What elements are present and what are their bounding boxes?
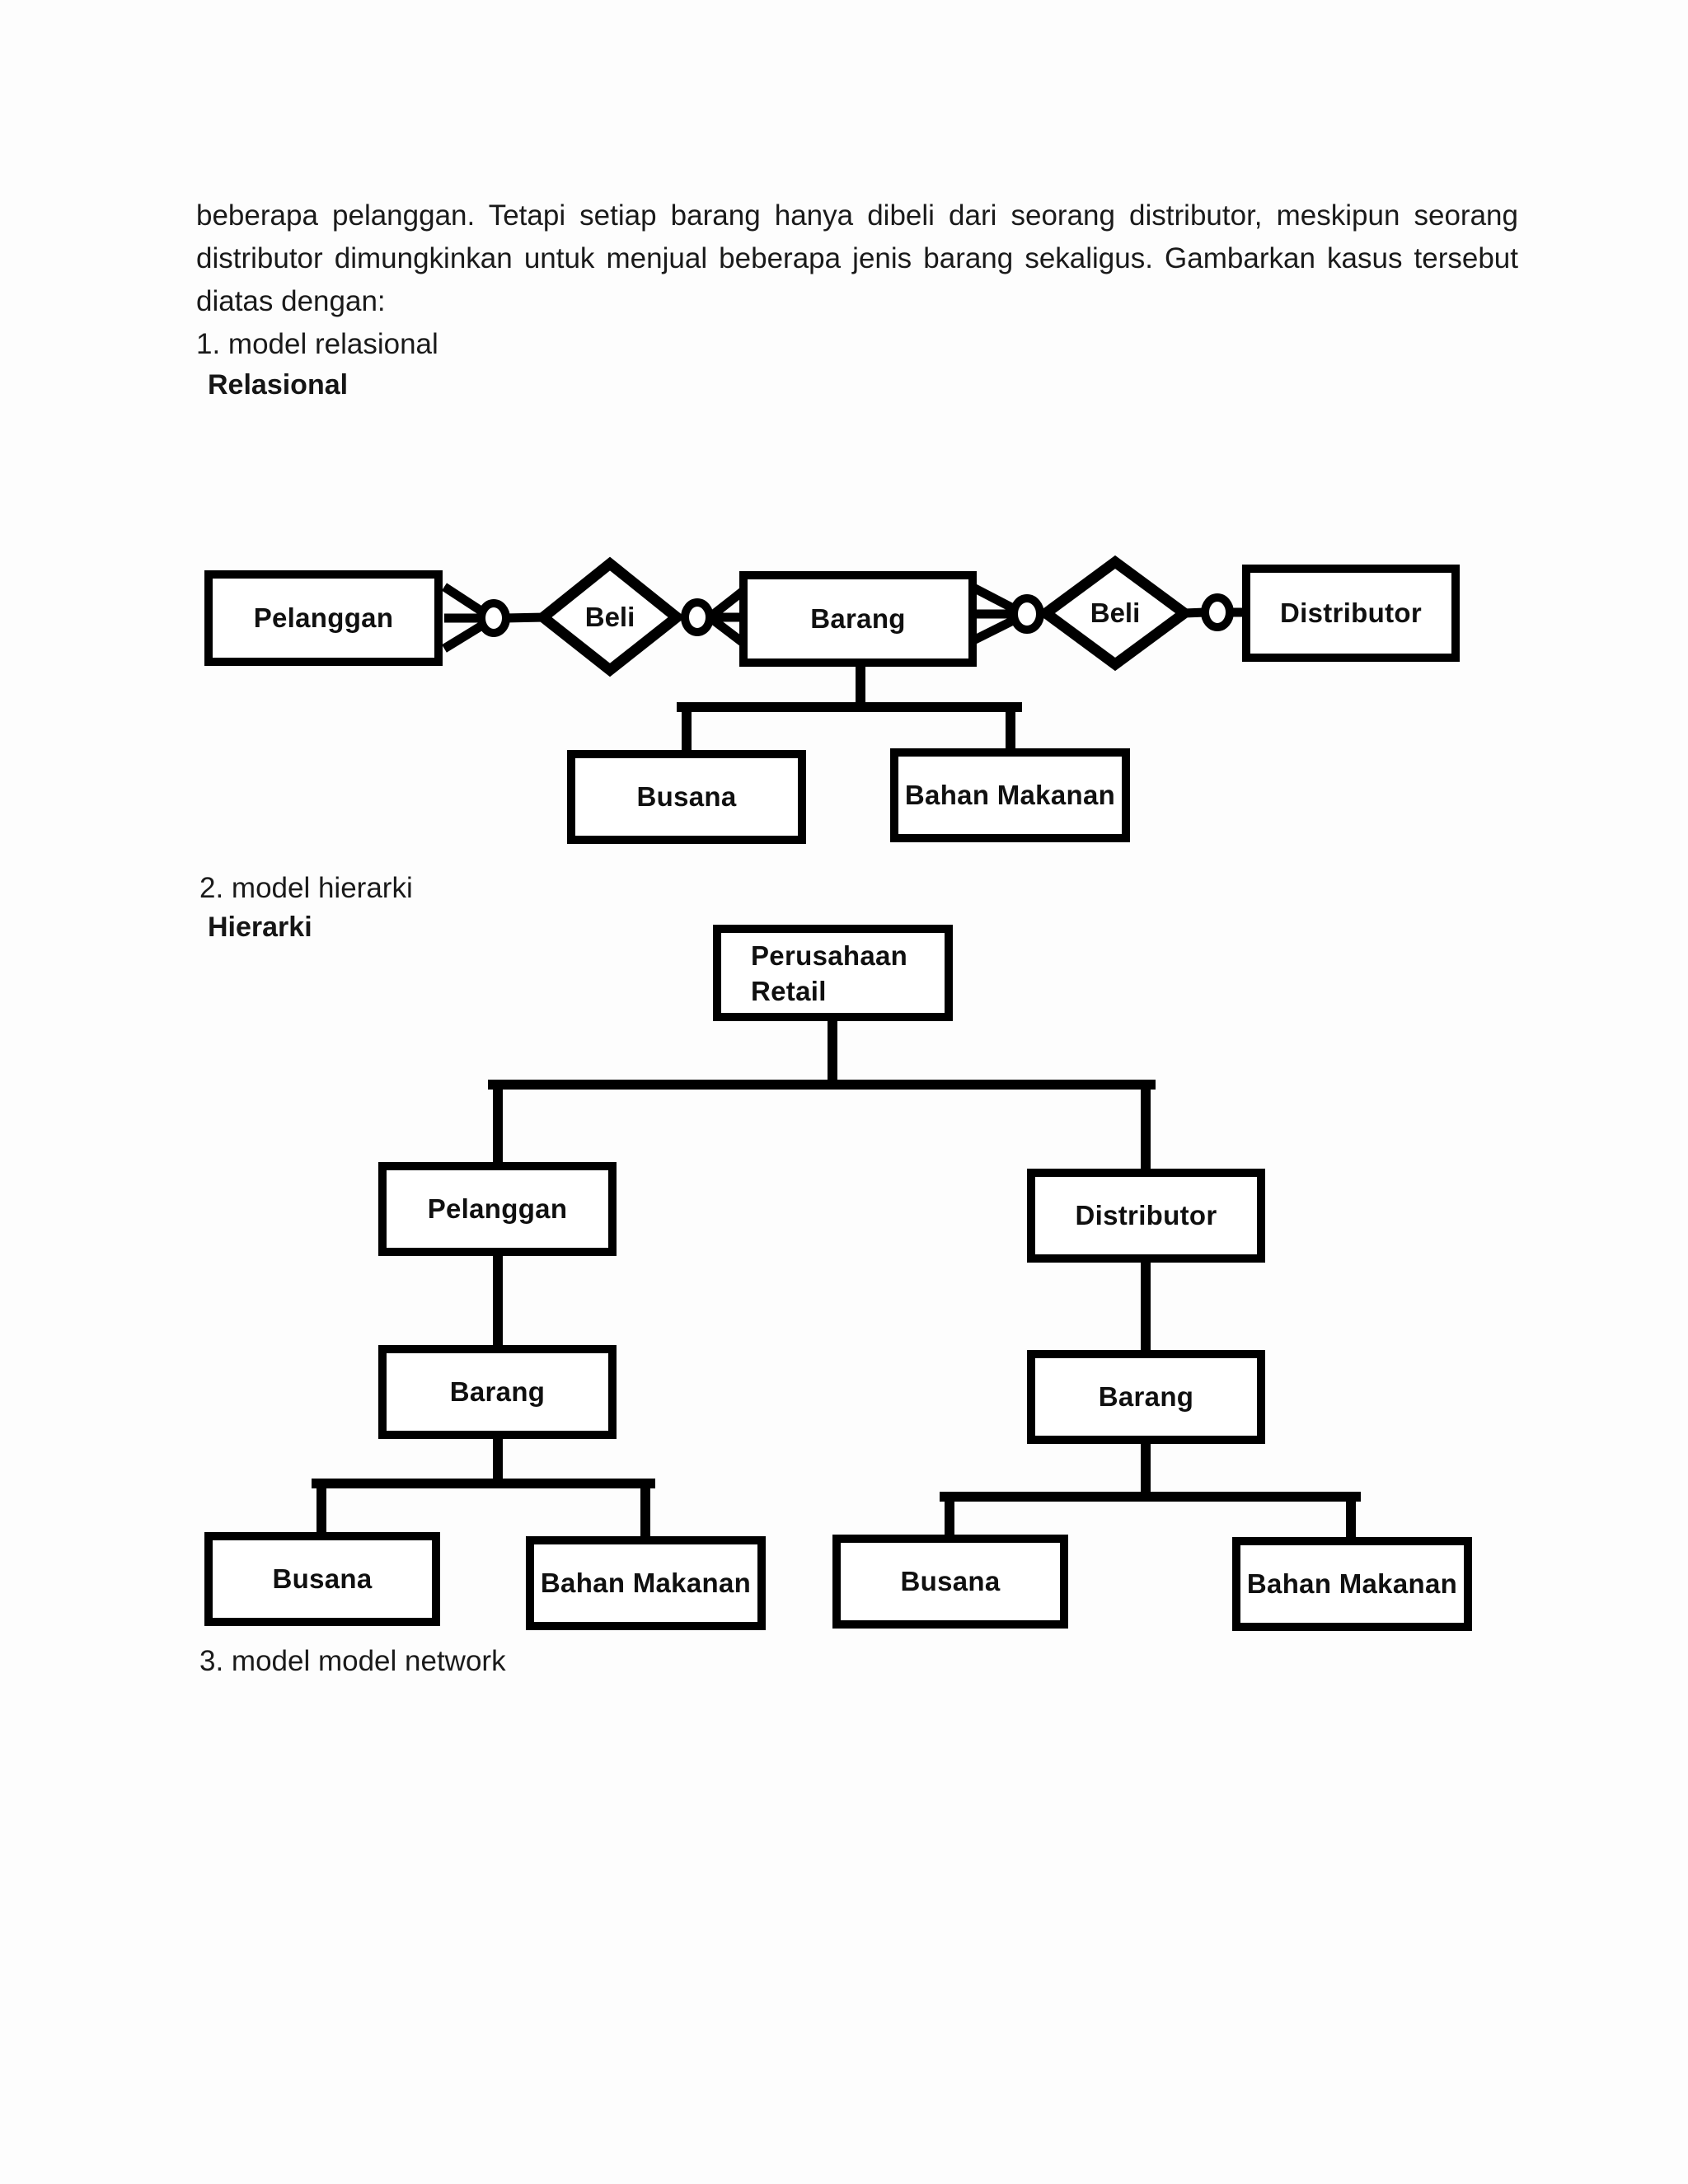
hierarchy-right-subtree-lines [940, 1435, 1361, 1547]
relation-diamond-beli-2-icon [1037, 555, 1193, 672]
heading-hierarki: Hierarki [208, 912, 312, 943]
list-item-1-model-relasional: 1. model relasional [196, 328, 438, 360]
er-entity-barang: Barang [739, 571, 977, 667]
er-relation-beli-2-label: Beli [1090, 598, 1141, 628]
hierarchy-node-busana-left: Busana [204, 1532, 440, 1626]
er-subtype-bahan-makanan: Bahan Makanan [890, 748, 1130, 842]
crowsfoot-many-barang-left-icon [706, 586, 748, 648]
zero-cardinality-circle-icon [681, 598, 714, 636]
list-item-2-model-hierarki: 2. model hierarki [199, 872, 413, 904]
hierarchy-node-bahan-makanan-right: Bahan Makanan [1232, 1537, 1472, 1631]
er-relation-beli-1-label: Beli [584, 601, 635, 632]
hierarchy-root-line1: Perusahaan [751, 940, 908, 971]
er-subtype-tree-lines [677, 658, 1022, 760]
hierarchy-root-branch-lines [488, 1012, 1156, 1179]
heading-relasional: Relasional [208, 369, 349, 401]
er-entity-pelanggan: Pelanggan [204, 570, 443, 666]
relation-diamond-beli-1-icon [534, 556, 686, 677]
one-cardinality-circle-icon [1201, 593, 1234, 631]
er-subtype-busana: Busana [567, 750, 806, 844]
hierarchy-root-perusahaan-retail: Perusahaan Retail [713, 925, 953, 1021]
paragraph-line-3: diatas dengan: [196, 285, 386, 317]
hierarchy-node-pelanggan: Pelanggan [378, 1162, 617, 1256]
hierarchy-left-subtree-lines [312, 1430, 655, 1546]
hierarchy-middle-lines [493, 1247, 1151, 1360]
hierarchy-node-busana-right: Busana [832, 1535, 1068, 1629]
hierarchy-root-line2: Retail [751, 975, 827, 1006]
hierarchy-node-barang-right: Barang [1027, 1350, 1265, 1444]
list-item-3-model-network: 3. model model network [199, 1645, 506, 1677]
hierarchy-node-distributor: Distributor [1027, 1169, 1265, 1263]
crowsfoot-many-barang-right-icon [969, 583, 1017, 645]
paragraph-line-1: beberapa pelanggan. Tetapi setiap barang… [196, 199, 1518, 232]
er-entity-distributor: Distributor [1242, 565, 1460, 662]
paragraph-line-2: distributor dimungkinkan untuk menjual b… [196, 242, 1518, 274]
zero-cardinality-circle-icon [477, 599, 510, 637]
crowsfoot-many-pelanggan-icon [441, 583, 488, 653]
zero-cardinality-circle-icon [1010, 594, 1044, 634]
hierarchy-node-bahan-makanan-left: Bahan Makanan [526, 1536, 766, 1630]
intro-paragraph: beberapa pelanggan. Tetapi setiap barang… [196, 194, 1518, 366]
hierarchy-node-barang-left: Barang [378, 1345, 617, 1439]
